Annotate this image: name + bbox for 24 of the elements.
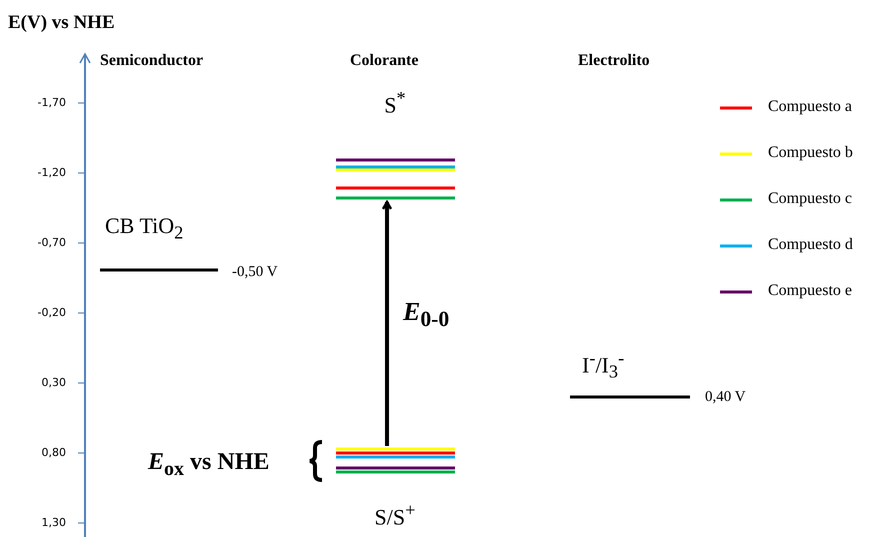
column-header: Colorante	[350, 52, 418, 70]
tick-label: -1,20	[36, 167, 66, 180]
tick-label: 0,30	[40, 377, 66, 390]
level-label: S/S$^{+}$	[374, 500, 416, 530]
tick-label: -0,70	[36, 237, 66, 250]
tick-label: 0,80	[40, 447, 66, 460]
level-value: -0,50 V	[232, 264, 278, 280]
column-header: Electrolito	[578, 52, 650, 70]
tick-label: -0,20	[36, 307, 66, 320]
level-value: 0,40 V	[705, 389, 746, 406]
chart-title: E(V) vs NHE	[8, 13, 115, 34]
legend-label: Compuesto b	[768, 144, 853, 162]
tick-label: 1,30	[40, 517, 66, 530]
legend-label: Compuesto a	[768, 98, 852, 116]
column-header: Semiconductor	[100, 52, 204, 70]
bracket-label: E$_{ox}$ vs NHE	[148, 449, 270, 480]
legend-label: Compuesto c	[768, 190, 852, 208]
tick-label: -1,70	[36, 97, 66, 110]
edge-label: E$_{0-0}$	[403, 298, 450, 332]
legend-label: Compuesto e	[768, 282, 852, 300]
level-label: S$^{*}$	[383, 88, 407, 118]
legend-label: Compuesto d	[768, 236, 853, 254]
level-label: CB TiO$_{2}$	[105, 214, 184, 243]
arrow	[382, 200, 392, 446]
